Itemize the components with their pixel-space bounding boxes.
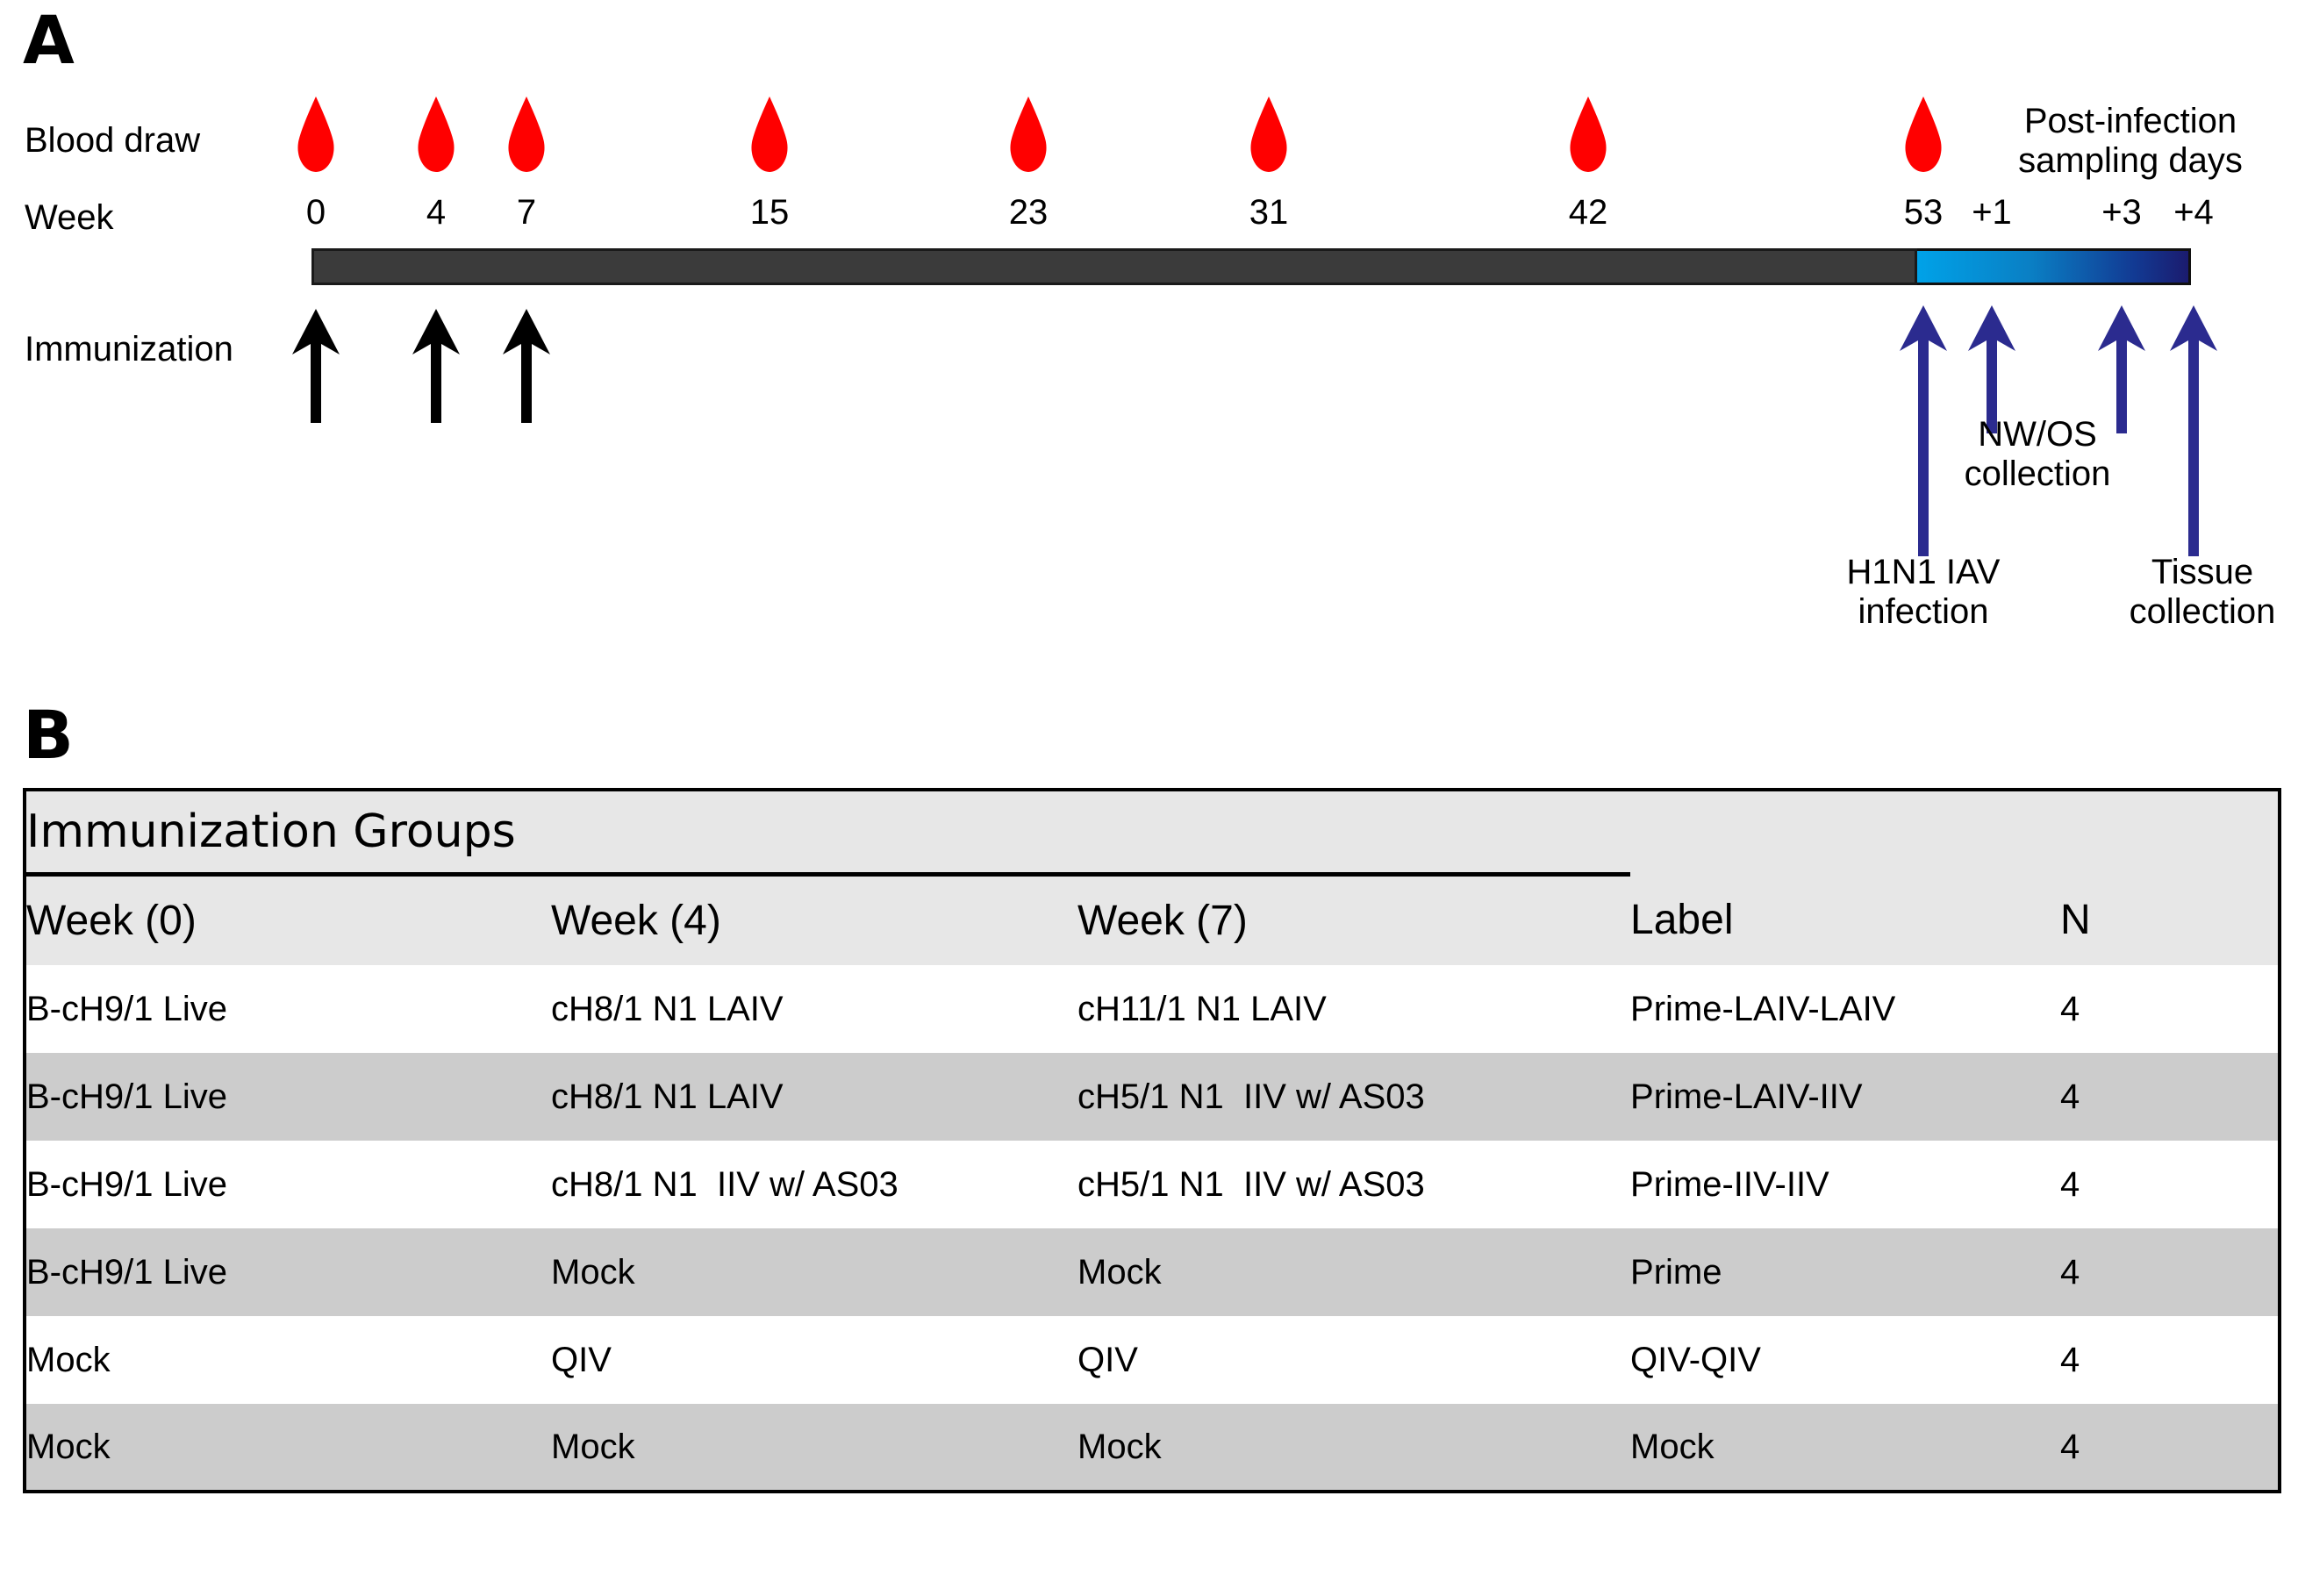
blood-drop-icon bbox=[296, 97, 336, 172]
annotation-nwos-collection: NW/OS collection bbox=[1964, 415, 2111, 494]
week-tick-label: 15 bbox=[749, 193, 790, 232]
week-tick-label: 7 bbox=[516, 193, 537, 232]
cell-week7: cH5/1 N1 IIV w/ AS03 bbox=[1077, 1164, 1425, 1204]
week-tick-label: 31 bbox=[1249, 193, 1289, 232]
week-tick-label: +4 bbox=[2173, 193, 2214, 232]
table-title-row: Immunization Groups bbox=[25, 790, 2280, 877]
week-tick-label: +1 bbox=[1972, 193, 2012, 232]
panel-b-table: Immunization Groups Week (0) Week (4) We… bbox=[23, 788, 2282, 1493]
immunization-arrow-icon bbox=[411, 309, 462, 423]
cell-week4: cH8/1 N1 LAIV bbox=[551, 989, 784, 1028]
cell-n: 4 bbox=[2060, 989, 2080, 1028]
column-header-n: N bbox=[2060, 896, 2091, 943]
blood-drop-icon bbox=[1903, 97, 1944, 172]
week-row-label: Week bbox=[25, 198, 114, 237]
cell-week4: QIV bbox=[551, 1340, 612, 1379]
cell-week4: Mock bbox=[551, 1427, 635, 1466]
immunization-groups-table: Immunization Groups Week (0) Week (4) We… bbox=[23, 788, 2282, 1493]
annotation-h1n1-infection: H1N1 IAV infection bbox=[1846, 553, 2001, 632]
table-row: Mock QIV QIV QIV-QIV 4 bbox=[25, 1316, 2280, 1404]
cell-n: 4 bbox=[2060, 1164, 2080, 1204]
column-header-week4: Week (4) bbox=[551, 897, 721, 944]
panel-label-a: A bbox=[23, 1, 75, 79]
table-row: B-cH9/1 Live cH8/1 N1 IIV w/ AS03 cH5/1 N1… bbox=[25, 1141, 2280, 1228]
cell-week7: QIV bbox=[1077, 1340, 1138, 1379]
cell-n: 4 bbox=[2060, 1077, 2080, 1116]
blood-drop-icon bbox=[1008, 97, 1049, 172]
timeline-bar-postinfection-gradient bbox=[1917, 248, 2191, 285]
week-tick-label: 0 bbox=[305, 193, 326, 232]
cell-label: Prime-LAIV-LAIV bbox=[1630, 989, 1896, 1028]
table-body: B-cH9/1 Live cH8/1 N1 LAIV cH11/1 N1 LAIV P… bbox=[25, 965, 2280, 1492]
annotation-tissue-collection: Tissue collection bbox=[2129, 553, 2276, 632]
week-tick-label: 4 bbox=[426, 193, 447, 232]
cell-label: QIV-QIV bbox=[1630, 1340, 1761, 1379]
column-header-label: Label bbox=[1630, 896, 1734, 943]
post-infection-arrow-icon bbox=[2168, 305, 2219, 556]
cell-label: Prime-LAIV-IIV bbox=[1630, 1077, 1863, 1116]
table-row: B-cH9/1 Live Mock Mock Prime 4 bbox=[25, 1228, 2280, 1316]
panel-label-b: B bbox=[23, 696, 74, 774]
cell-n: 4 bbox=[2060, 1427, 2080, 1466]
cell-week0: B-cH9/1 Live bbox=[26, 1252, 227, 1292]
table-title: Immunization Groups bbox=[25, 790, 1631, 877]
week-tick-label: 42 bbox=[1568, 193, 1608, 232]
week-tick-label: 53 bbox=[1903, 193, 1944, 232]
cell-week4: cH8/1 N1 IIV w/ AS03 bbox=[551, 1164, 898, 1204]
post-infection-sampling-caption: Post-infection sampling days bbox=[2018, 102, 2243, 181]
cell-label: Prime-IIV-IIV bbox=[1630, 1164, 1829, 1204]
blood-drop-icon bbox=[506, 97, 547, 172]
cell-n: 4 bbox=[2060, 1252, 2080, 1292]
timeline-bar-prechallenge bbox=[311, 248, 1917, 285]
week-tick-label: 23 bbox=[1008, 193, 1049, 232]
cell-n: 4 bbox=[2060, 1340, 2080, 1379]
week-tick-label: +3 bbox=[2101, 193, 2142, 232]
cell-week7: cH5/1 N1 IIV w/ AS03 bbox=[1077, 1077, 1425, 1116]
immunization-row-label: Immunization bbox=[25, 330, 233, 369]
cell-week0: B-cH9/1 Live bbox=[26, 1164, 227, 1204]
blood-drop-icon bbox=[1568, 97, 1608, 172]
column-header-week7: Week (7) bbox=[1077, 897, 1248, 944]
cell-week4: cH8/1 N1 LAIV bbox=[551, 1077, 784, 1116]
cell-week7: Mock bbox=[1077, 1252, 1162, 1292]
table-header-row: Week (0) Week (4) Week (7) Label N bbox=[25, 874, 2280, 965]
post-infection-arrow-icon bbox=[1966, 305, 2017, 433]
cell-week7: cH11/1 N1 LAIV bbox=[1077, 989, 1327, 1028]
cell-label: Mock bbox=[1630, 1427, 1715, 1466]
post-infection-arrow-icon bbox=[1898, 305, 1949, 556]
cell-week0: B-cH9/1 Live bbox=[26, 1077, 227, 1116]
cell-week4: Mock bbox=[551, 1252, 635, 1292]
blood-draw-row-label: Blood draw bbox=[25, 121, 201, 160]
blood-drop-icon bbox=[1249, 97, 1289, 172]
table-title-spacer bbox=[1630, 790, 2280, 874]
blood-drop-icon bbox=[416, 97, 456, 172]
cell-week7: Mock bbox=[1077, 1427, 1162, 1466]
blood-drop-icon bbox=[749, 97, 790, 172]
table-row: Mock Mock Mock Mock 4 bbox=[25, 1404, 2280, 1492]
cell-week0: Mock bbox=[26, 1340, 111, 1379]
table-row: B-cH9/1 Live cH8/1 N1 LAIV cH11/1 N1 LAIV P… bbox=[25, 965, 2280, 1053]
cell-label: Prime bbox=[1630, 1252, 1722, 1292]
immunization-arrow-icon bbox=[501, 309, 552, 423]
table-row: B-cH9/1 Live cH8/1 N1 LAIV cH5/1 N1 IIV w/… bbox=[25, 1053, 2280, 1141]
column-header-week0: Week (0) bbox=[26, 897, 197, 944]
panel-a-timeline: A Blood draw Week Immunization Post-infe… bbox=[0, 0, 2298, 693]
cell-week0: Mock bbox=[26, 1427, 111, 1466]
cell-week0: B-cH9/1 Live bbox=[26, 989, 227, 1028]
immunization-arrow-icon bbox=[290, 309, 341, 423]
post-infection-arrow-icon bbox=[2096, 305, 2147, 433]
